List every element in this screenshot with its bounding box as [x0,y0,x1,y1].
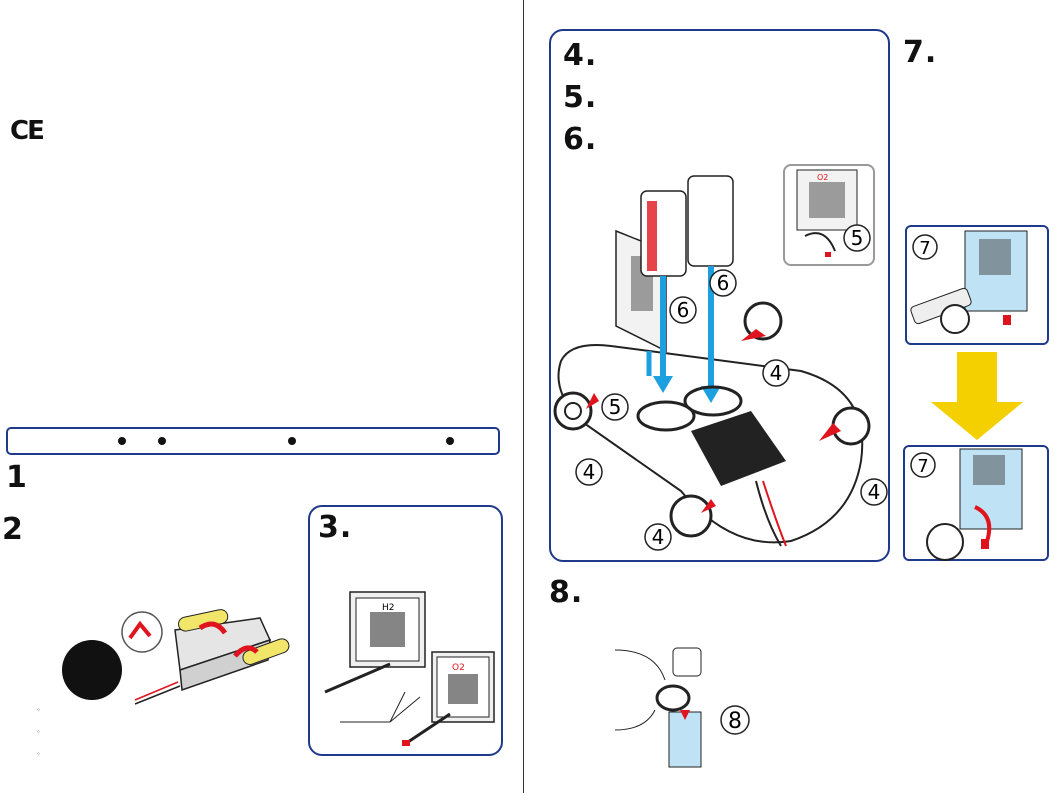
inset-o2-label: O2 [817,173,828,182]
badge-4b: 4 [583,460,596,484]
bullet-dot [118,437,126,445]
badge-6a: 6 [677,298,690,322]
car-assembly-illustration: 6 6 4 5 4 4 4 [553,175,888,551]
badge-5a: 5 [609,395,622,419]
step-8-label: 8. [549,575,584,610]
o2-plate-label: O2 [452,663,465,673]
page-divider [523,0,524,793]
badge-6b: 6 [717,271,730,295]
inset-illustration: O2 5 [796,169,871,257]
step-5-label: 5. [563,80,598,115]
step-6-label: 6. [563,122,598,157]
step-2-label: 2 [2,512,24,547]
badge-7b: 7 [917,456,928,477]
h2-plate-label: H2 [382,603,395,613]
bullet-dot [288,437,296,445]
step-1-label: 1 [6,460,28,495]
steps-4-6-panel: 4. 5. 6. [549,29,890,562]
badge-4c: 4 [868,480,881,504]
electrode-plates-illustration: H2 O2 [324,591,495,746]
badge-4a: 4 [770,361,783,385]
badge-8: 8 [728,709,742,734]
beaker-illustration: 8 [614,647,750,768]
cap-removal-illustration: 7 [910,448,1023,561]
syringe-illustration: 7 [910,230,1028,334]
step-7-bottom-panel: 7 [903,445,1049,561]
ce-mark: CE [10,116,45,146]
warning-bar [6,427,500,455]
inset-detail: O2 5 [783,164,875,266]
inset-badge-5: 5 [851,226,864,250]
bullet-dot [446,437,454,445]
step-4-label: 4. [563,38,598,73]
badge-4d: 4 [652,525,665,549]
down-arrow-icon [931,352,1023,440]
note-marks: ⁘⁘⁘ [36,708,42,758]
bullet-dot [158,437,166,445]
step-7-top-panel: 7 [905,225,1049,345]
step-3-panel: 3. H2 O2 [308,505,503,756]
battery-box-illustration [62,609,290,705]
step-7-label: 7. [903,35,938,70]
step-3-label: 3. [318,510,353,545]
badge-7a: 7 [919,238,930,259]
